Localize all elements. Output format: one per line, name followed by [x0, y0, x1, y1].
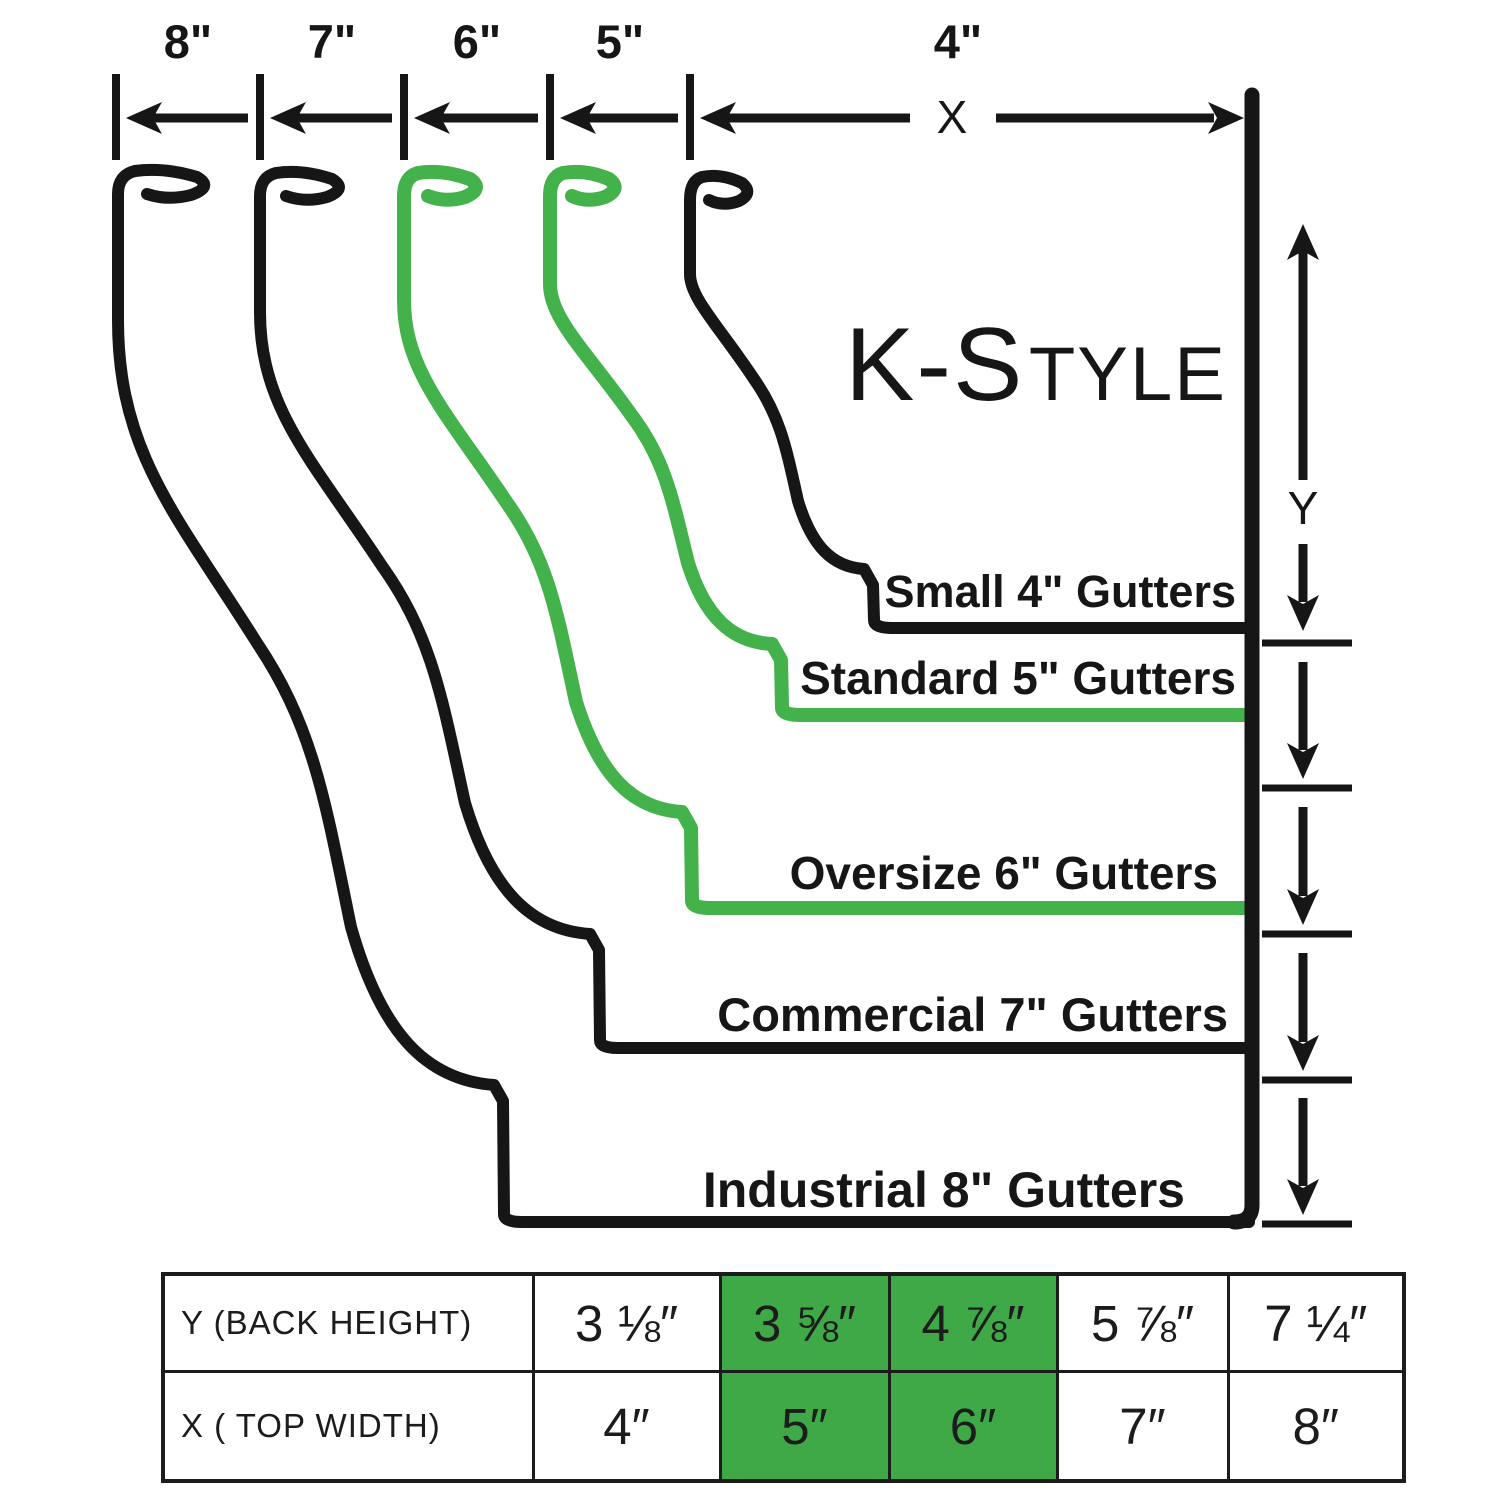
profile-6in-gutter	[397, 164, 1255, 915]
dim-label-4in: 4"	[934, 15, 982, 68]
profile-4in-gutter	[684, 169, 1253, 634]
arrow-left-icon	[414, 102, 450, 134]
label-oversize-6in-gutters: Oversize 6" Gutters	[790, 847, 1218, 899]
dim-label-6in: 6"	[453, 15, 501, 68]
diagram-title: K-S TYLE	[845, 307, 1227, 423]
arrow-down-icon	[1287, 889, 1319, 925]
arrow-right-icon	[1208, 102, 1244, 134]
label-standard-5in-gutters: Standard 5" Gutters	[800, 652, 1236, 704]
cell-x-7in: 7″	[1055, 1370, 1230, 1483]
diagram-title-small: TYLE	[1029, 332, 1227, 417]
table-row-back-height: Y (BACK HEIGHT) 3 ⅛″ 3 ⅝″ 4 ⅞″ 5 ⅞″ 7 ¼″	[161, 1272, 1406, 1373]
x-dimension-symbol: X	[937, 91, 968, 143]
top-dimension-ticks	[112, 74, 694, 160]
profile-5in-gutter	[543, 164, 1255, 722]
arrow-left-icon	[270, 102, 306, 134]
label-industrial-8in-gutters: Industrial 8" Gutters	[703, 1162, 1185, 1218]
arrow-left-icon	[700, 102, 736, 134]
arrow-left-icon	[560, 102, 596, 134]
y-dimension-symbol: Y	[1288, 482, 1319, 534]
y-dimension-ticks	[1262, 639, 1352, 1228]
label-commercial-7in-gutters: Commercial 7" Gutters	[717, 988, 1228, 1041]
gutter-profiles	[112, 87, 1260, 1230]
diagram-title-main: K-S	[845, 307, 1024, 423]
label-small-4in-gutters: Small 4" Gutters	[885, 566, 1236, 617]
row-header-top-width: X ( TOP WIDTH)	[161, 1370, 535, 1483]
cell-y-6in: 4 ⅞″	[887, 1272, 1059, 1373]
row-header-back-height: Y (BACK HEIGHT)	[161, 1272, 535, 1373]
profile-8in-gutter	[112, 163, 1255, 1228]
table-row-top-width: X ( TOP WIDTH) 4″ 5″ 6″ 7″ 8″	[161, 1370, 1406, 1483]
dim-label-5in: 5"	[596, 15, 644, 68]
cell-x-5in: 5″	[718, 1370, 891, 1483]
arrow-up-icon	[1287, 224, 1319, 260]
dim-label-8in: 8"	[164, 15, 212, 68]
arrow-down-icon	[1287, 1179, 1319, 1215]
gutter-size-table: Y (BACK HEIGHT) 3 ⅛″ 3 ⅝″ 4 ⅞″ 5 ⅞″ 7 ¼″…	[161, 1272, 1406, 1483]
arrow-down-icon	[1287, 595, 1319, 631]
dim-label-7in: 7"	[308, 15, 356, 68]
arrow-down-icon	[1287, 1035, 1319, 1071]
cell-x-4in: 4″	[531, 1370, 722, 1483]
profile-7in-gutter	[254, 165, 1254, 1054]
cell-y-7in: 5 ⅞″	[1055, 1272, 1230, 1373]
cell-y-8in: 7 ¼″	[1226, 1272, 1406, 1373]
cell-y-4in: 3 ⅛″	[531, 1272, 722, 1373]
cell-y-5in: 3 ⅝″	[718, 1272, 891, 1373]
gutter-diagram: 8" 7" 6" 5" 4" X K-S TYLE Small 4" Gutte…	[112, 15, 1352, 1230]
gutter-back-wall	[1226, 87, 1260, 1230]
top-dimension-arrows	[126, 102, 1244, 134]
y-dimension-arrows	[1287, 224, 1319, 1215]
arrow-left-icon	[126, 102, 162, 134]
cell-x-8in: 8″	[1226, 1370, 1406, 1483]
cell-x-6in: 6″	[887, 1370, 1059, 1483]
arrow-down-icon	[1287, 743, 1319, 779]
